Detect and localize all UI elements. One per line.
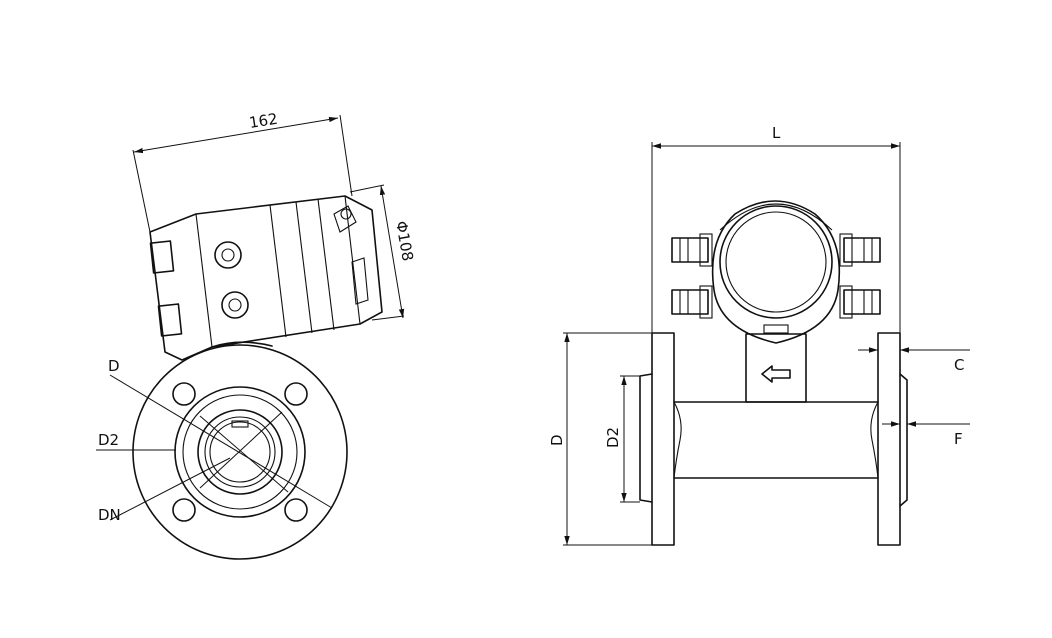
label-F: F bbox=[954, 430, 963, 448]
leader-D bbox=[109, 374, 333, 509]
converter-neck bbox=[745, 333, 807, 403]
dimension-108-label: Φ108 bbox=[392, 220, 417, 263]
side-view: D D2 DN 162 Φ108 bbox=[96, 110, 417, 560]
label-DN-side: DN bbox=[98, 506, 121, 524]
front-view: L D D2 C F bbox=[548, 124, 970, 546]
dimension-C: C bbox=[858, 347, 970, 374]
label-D-side: D bbox=[108, 357, 120, 375]
flow-direction-arrow-icon bbox=[761, 365, 791, 383]
dimension-162: 162 bbox=[132, 110, 353, 233]
dimension-162-label: 162 bbox=[248, 110, 279, 132]
label-D2-side: D2 bbox=[98, 431, 119, 449]
pipe-body bbox=[639, 332, 908, 546]
dimension-F: F bbox=[882, 421, 970, 448]
label-D2-front: D2 bbox=[604, 427, 622, 448]
converter-head-side bbox=[149, 195, 383, 361]
flange-end-view bbox=[132, 344, 348, 560]
dimension-L: L bbox=[651, 124, 901, 333]
converter-head-front bbox=[671, 200, 881, 344]
label-L: L bbox=[772, 124, 781, 142]
dimension-D: D bbox=[548, 332, 652, 546]
dimension-D2: D2 bbox=[604, 375, 640, 503]
label-C: C bbox=[954, 356, 964, 374]
label-D-front: D bbox=[548, 434, 566, 446]
leader-DN bbox=[109, 457, 231, 521]
dimension-108: Φ108 bbox=[349, 184, 417, 321]
